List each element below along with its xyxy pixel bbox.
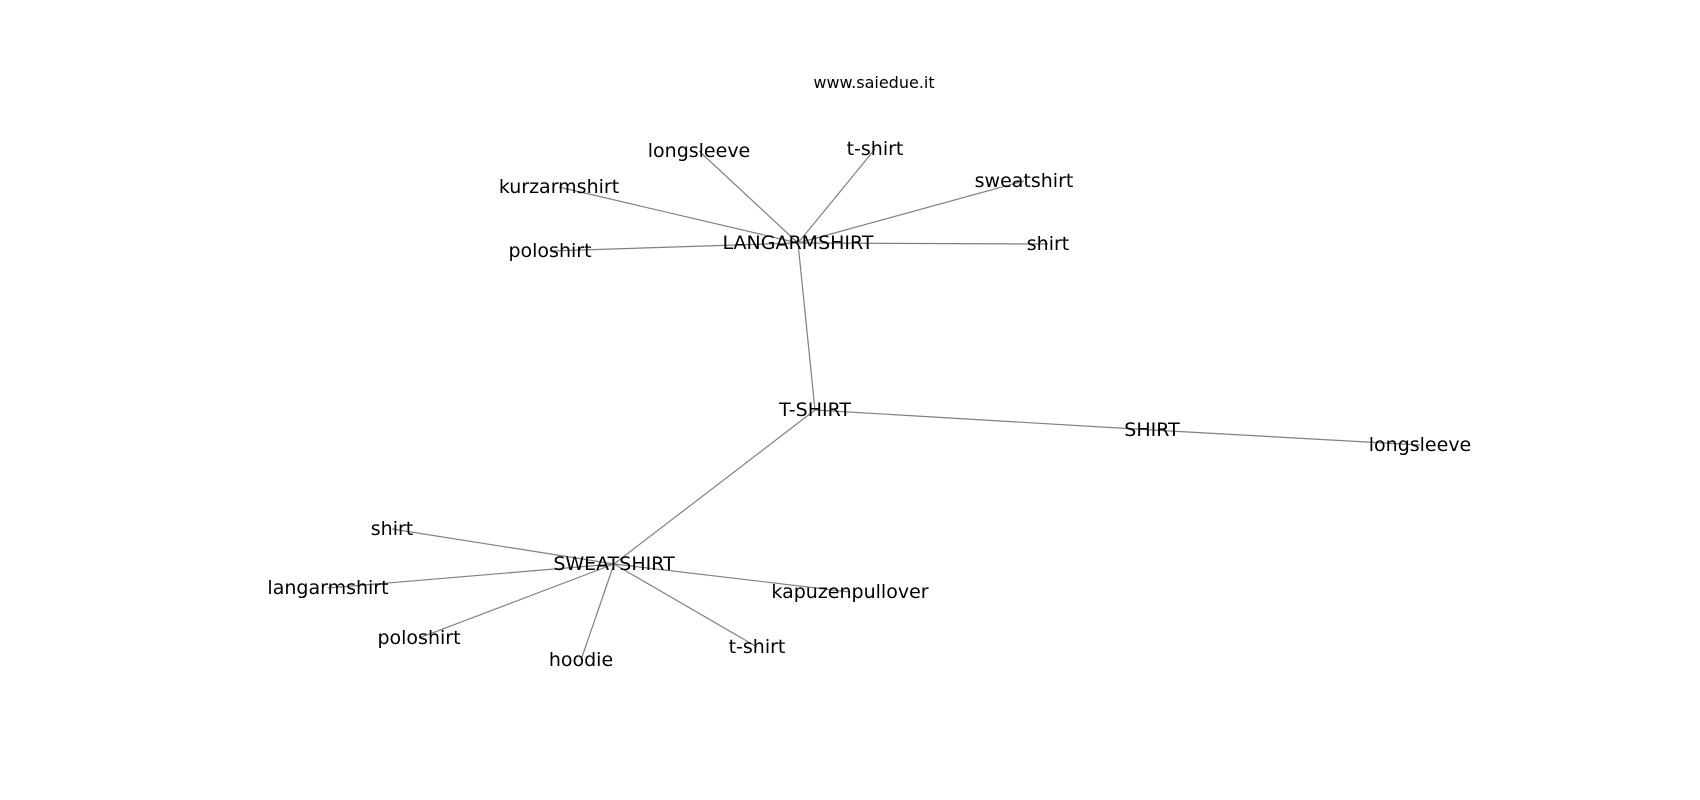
edge-langarmshirt-lang_sweatshirt — [797, 180, 1025, 244]
node-sweat_kapuzenpullover: kapuzenpullover — [771, 581, 928, 603]
edge-shirt_hub-shirt_longsleeve — [1151, 429, 1421, 446]
node-lang_longsleeve: longsleeve — [648, 140, 751, 162]
node-sweat_langarmshirt: langarmshirt — [267, 577, 388, 599]
edge-tshirt-sweatshirt — [613, 409, 816, 565]
edge-sweatshirt-sweat_langarmshirt — [327, 563, 615, 589]
node-sweat_shirt: shirt — [371, 518, 413, 540]
edge-langarmshirt-lang_longsleeve — [698, 150, 799, 244]
node-langarmshirt: LANGARMSHIRT — [723, 232, 874, 254]
node-lang_shirt: shirt — [1027, 233, 1069, 255]
node-sweatshirt: SWEATSHIRT — [553, 553, 675, 575]
edge-langarmshirt-lang_kurzarmshirt — [558, 186, 799, 244]
edge-layer — [327, 148, 1421, 661]
edge-langarmshirt-lang_tshirt — [797, 148, 876, 244]
edge-sweatshirt-sweat_poloshirt — [418, 563, 615, 639]
node-sweat_hoodie: hoodie — [549, 649, 613, 671]
node-tshirt: T-SHIRT — [778, 399, 851, 421]
edge-sweatshirt-sweat_shirt — [391, 528, 615, 565]
node-shirt_longsleeve: longsleeve — [1369, 434, 1472, 456]
edge-langarmshirt-lang_shirt — [797, 242, 1049, 245]
edge-sweatshirt-sweat_kapuzenpullover — [613, 563, 851, 593]
source-caption: www.saiedue.it — [813, 73, 934, 92]
node-sweat_poloshirt: poloshirt — [377, 627, 460, 649]
node-lang_tshirt: t-shirt — [847, 138, 904, 160]
node-lang_poloshirt: poloshirt — [508, 240, 591, 262]
edge-sweatshirt-sweat_tshirt — [613, 563, 758, 648]
node-sweat_tshirt: t-shirt — [729, 636, 786, 658]
node-lang_kurzarmshirt: kurzarmshirt — [499, 176, 619, 198]
edge-tshirt-shirt_hub — [814, 409, 1153, 431]
node-shirt_hub: SHIRT — [1124, 419, 1180, 441]
label-layer: T-SHIRT LANGARMSHIRT SWEATSHIRT SHIRT longsl… — [267, 138, 1471, 671]
node-lang_sweatshirt: sweatshirt — [975, 170, 1074, 192]
edge-tshirt-langarmshirt — [797, 242, 816, 411]
edge-sweatshirt-sweat_hoodie — [580, 563, 615, 661]
edge-langarmshirt-lang_poloshirt — [549, 242, 799, 252]
